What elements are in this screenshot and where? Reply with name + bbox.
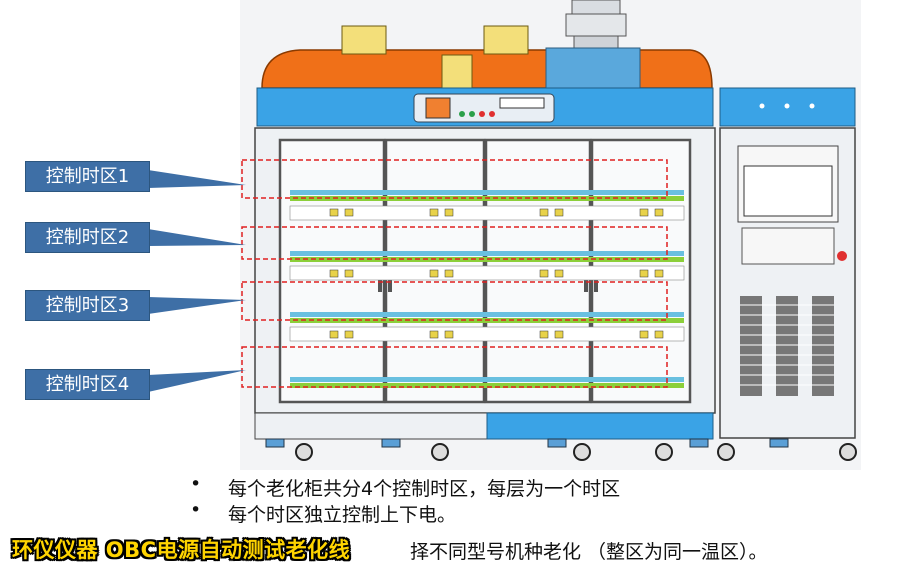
orange-hood <box>261 49 713 89</box>
label-pointers <box>148 170 246 392</box>
main-cabinet-base <box>254 412 488 440</box>
module-blocks <box>329 208 664 339</box>
pointer-3 <box>148 297 246 314</box>
zone-label-2: 控制时区2 <box>25 222 150 253</box>
casters <box>295 443 857 461</box>
pointer-1 <box>148 170 246 188</box>
zone-outline-4 <box>241 346 668 388</box>
zone-outline-1 <box>241 159 668 199</box>
zone-outline-3 <box>241 281 668 321</box>
zone-label-3: 控制时区3 <box>25 290 150 321</box>
bullet-marker: • <box>190 473 202 495</box>
leveling-feet <box>265 438 789 448</box>
pointer-4 <box>148 370 246 392</box>
side-monitor-screen <box>743 165 833 217</box>
right-duct <box>483 25 529 55</box>
vent-grilles <box>740 296 834 396</box>
bullet-text: 每个老化柜共分4个控制时区，每层为一个时区 <box>228 478 621 500</box>
zone-label-4: 控制时区4 <box>25 369 150 400</box>
blue-base-drawer <box>486 412 714 440</box>
fan-base <box>545 47 641 89</box>
zone-outlines <box>241 159 668 388</box>
zone-outline-2 <box>241 226 668 260</box>
bullet-text-partial: 择不同型号机种老化 （整区为同一温区）。 <box>410 541 768 563</box>
watermark-caption: 环仪仪器 OBC电源自动测试老化线 <box>12 538 351 562</box>
exhaust-fan-motor <box>565 0 627 49</box>
bullet-text: 每个时区独立控制上下电。 <box>228 504 457 526</box>
bullet-marker: • <box>190 499 202 521</box>
pointer-2 <box>148 229 246 246</box>
shelf-layer-4 <box>290 377 684 388</box>
left-duct <box>341 25 387 55</box>
center-duct <box>441 54 473 90</box>
zone-label-1: 控制时区1 <box>25 161 150 192</box>
emergency-stop <box>837 251 847 261</box>
keyboard-tray <box>741 227 835 265</box>
vent-slots <box>740 304 834 386</box>
